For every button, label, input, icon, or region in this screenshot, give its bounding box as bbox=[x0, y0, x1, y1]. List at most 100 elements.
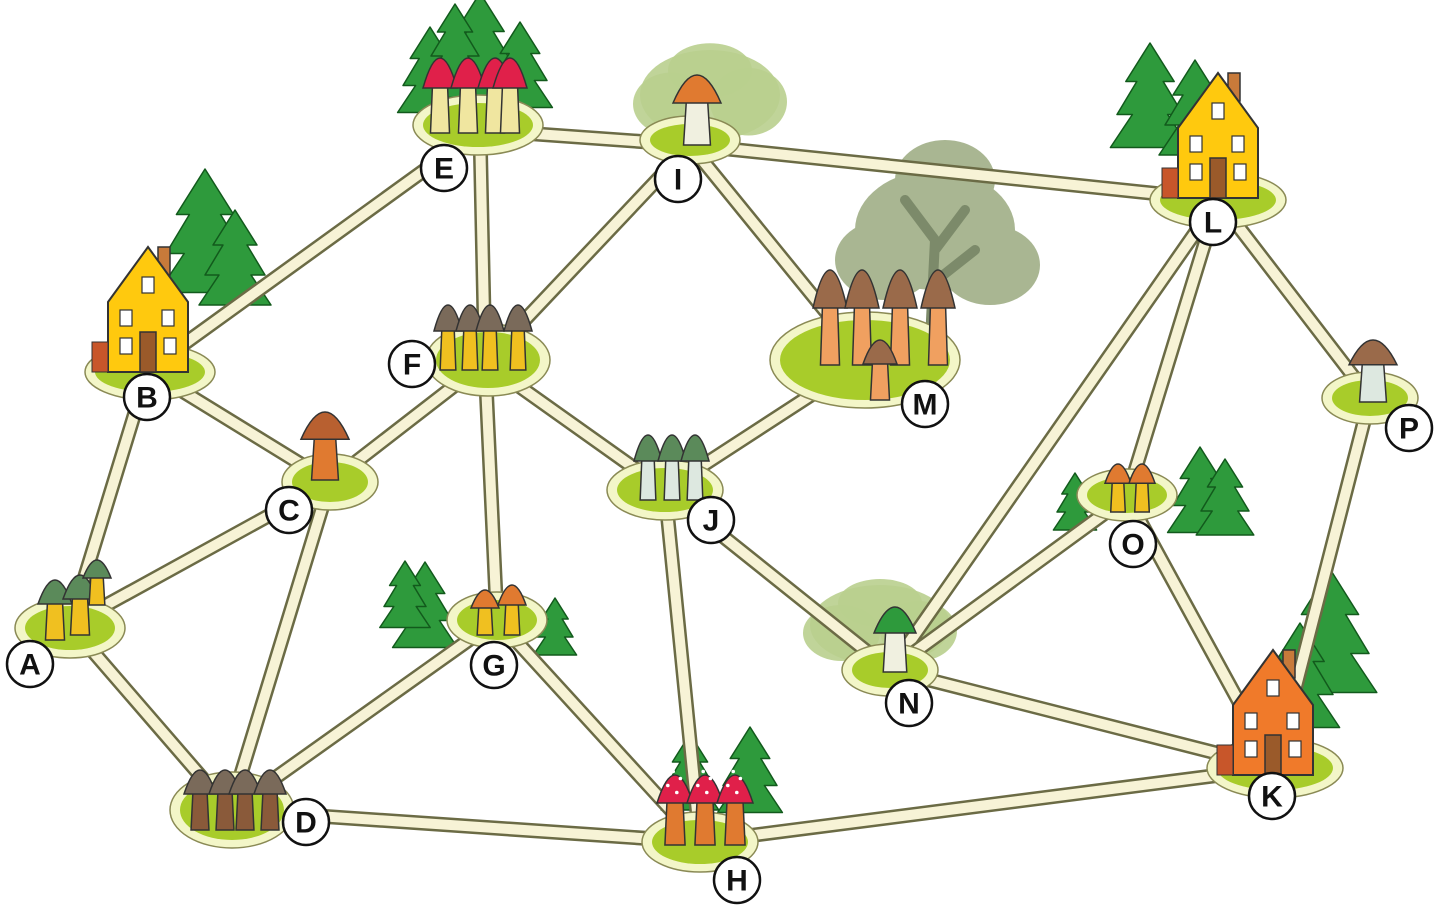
house-icon bbox=[1216, 648, 1314, 776]
pine-tree-icon bbox=[1195, 458, 1255, 536]
house-icon bbox=[1161, 71, 1259, 199]
path-K-N bbox=[882, 662, 1283, 776]
mushroom-icon bbox=[685, 769, 725, 846]
mushroom-icon bbox=[496, 584, 528, 636]
node-label: N bbox=[898, 688, 920, 721]
mushroom-icon bbox=[81, 559, 113, 606]
mushroom-icon bbox=[1127, 463, 1157, 513]
site-H bbox=[641, 769, 759, 873]
node-marker bbox=[686, 495, 736, 545]
node-label: A bbox=[19, 649, 41, 682]
node-E[interactable]: E bbox=[419, 143, 469, 193]
mushroom-icon bbox=[633, 434, 663, 501]
node-marker bbox=[469, 640, 519, 690]
node-label: L bbox=[1204, 207, 1222, 240]
node-label: G bbox=[482, 650, 505, 683]
node-L[interactable]: L bbox=[1188, 197, 1238, 247]
mushroom-icon bbox=[450, 57, 486, 134]
site-O bbox=[1076, 463, 1178, 522]
path-L-O bbox=[1119, 192, 1226, 505]
node-marker bbox=[1384, 403, 1434, 453]
node-label: I bbox=[674, 164, 682, 197]
site-D bbox=[169, 769, 295, 849]
mushroom-icon bbox=[715, 769, 755, 846]
mushroom-icon bbox=[299, 411, 351, 481]
path-I-L bbox=[682, 137, 1226, 208]
node-label: B bbox=[136, 382, 158, 415]
house-icon bbox=[91, 245, 189, 373]
path-L-P bbox=[1210, 192, 1378, 406]
node-marker bbox=[884, 678, 934, 728]
site-E bbox=[412, 57, 544, 156]
node-label: P bbox=[1399, 413, 1419, 446]
site-M bbox=[769, 269, 961, 409]
node-marker bbox=[1247, 771, 1297, 821]
site-A bbox=[14, 559, 126, 659]
node-H[interactable]: H bbox=[712, 855, 762, 905]
pine-tree-icon bbox=[379, 560, 431, 629]
node-marker bbox=[281, 797, 331, 847]
node-label: K bbox=[1261, 781, 1283, 814]
node-M[interactable]: M bbox=[900, 379, 950, 429]
mushroom-icon bbox=[475, 304, 505, 371]
mushroom-icon bbox=[844, 269, 880, 366]
path-H-J bbox=[657, 482, 708, 850]
node-label: C bbox=[278, 495, 300, 528]
node-marker bbox=[5, 639, 55, 689]
site-K bbox=[1206, 648, 1344, 799]
mushroom-icon bbox=[671, 74, 723, 146]
node-marker bbox=[419, 143, 469, 193]
mushroom-icon bbox=[433, 304, 463, 371]
node-P[interactable]: P bbox=[1384, 403, 1434, 453]
node-label: J bbox=[703, 505, 720, 538]
mushroom-icon bbox=[861, 339, 899, 401]
site-I bbox=[639, 74, 741, 165]
node-marker bbox=[1108, 519, 1158, 569]
node-marker bbox=[264, 485, 314, 535]
site-G bbox=[446, 584, 548, 649]
mushroom-icon bbox=[882, 269, 918, 366]
node-marker bbox=[712, 855, 762, 905]
path-C-D bbox=[222, 474, 338, 818]
node-B[interactable]: B bbox=[122, 372, 172, 422]
path-F-G bbox=[477, 354, 505, 628]
mushroom-icon bbox=[655, 769, 695, 846]
node-label: M bbox=[913, 389, 938, 422]
sites-layer bbox=[14, 57, 1419, 873]
node-O[interactable]: O bbox=[1108, 519, 1158, 569]
site-F bbox=[425, 304, 551, 397]
node-marker bbox=[122, 372, 172, 422]
node-label: E bbox=[434, 153, 454, 186]
mushroom-icon bbox=[920, 269, 956, 366]
node-N[interactable]: N bbox=[884, 678, 934, 728]
node-labels-layer: A B C D E F G H I J K L M N O P bbox=[5, 143, 1434, 905]
node-label: O bbox=[1121, 529, 1144, 562]
mushroom-icon bbox=[469, 589, 501, 636]
node-label: F bbox=[403, 349, 421, 382]
path-N-O bbox=[882, 489, 1135, 678]
node-J[interactable]: J bbox=[686, 495, 736, 545]
node-A[interactable]: A bbox=[5, 639, 55, 689]
mushroom-icon bbox=[1347, 339, 1399, 403]
mushroom-icon bbox=[61, 574, 99, 636]
node-K[interactable]: K bbox=[1247, 771, 1297, 821]
node-marker bbox=[387, 339, 437, 389]
mushroom-icon bbox=[872, 606, 918, 673]
mushroom-icon bbox=[492, 57, 528, 134]
node-C[interactable]: C bbox=[264, 485, 314, 535]
path-L-N bbox=[882, 192, 1226, 678]
node-label: D bbox=[295, 807, 317, 840]
node-marker bbox=[900, 379, 950, 429]
node-D[interactable]: D bbox=[281, 797, 331, 847]
node-G[interactable]: G bbox=[469, 640, 519, 690]
node-I[interactable]: I bbox=[653, 154, 703, 204]
mushroom-icon bbox=[252, 769, 288, 831]
mushroom-icon bbox=[812, 269, 848, 366]
node-marker bbox=[653, 154, 703, 204]
mushroom-icon bbox=[657, 434, 687, 501]
node-F[interactable]: F bbox=[387, 339, 437, 389]
mushroom-icon bbox=[422, 57, 458, 134]
deciduous-tree-icon bbox=[835, 140, 1040, 345]
node-marker bbox=[1188, 197, 1238, 247]
